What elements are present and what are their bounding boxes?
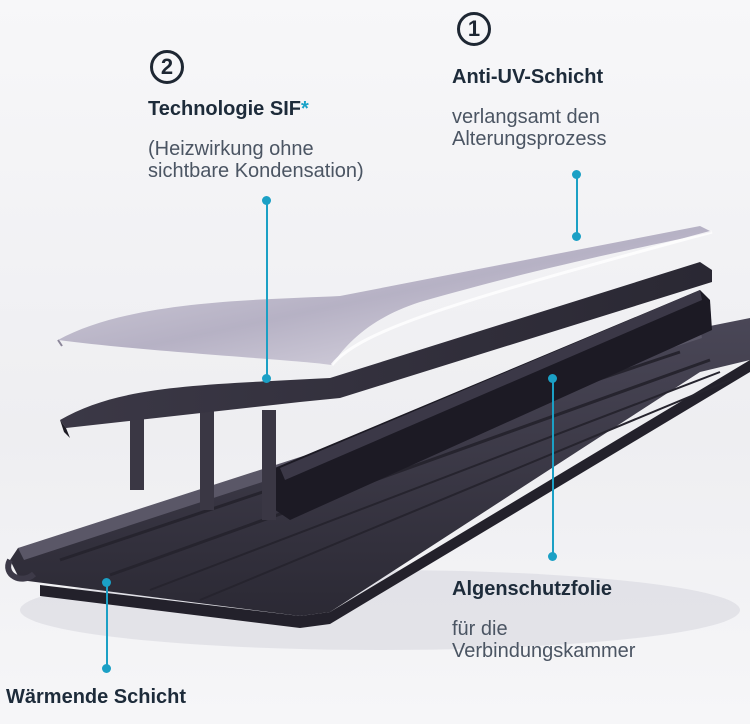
heat-leader-line [106,582,108,668]
algae-leader-dot-bottom [548,552,557,561]
heat-leader-dot-top [102,578,111,587]
heat-title: Wärmende Schicht [6,686,187,708]
uv-leader-dot-bottom [572,232,581,241]
algae-title: Algenschutzfolie [452,578,613,600]
algae-leader-line [552,378,554,556]
uv-desc-line2: Alterungsprozess [452,128,607,150]
sif-title-row: Technologie SIF* [148,98,309,121]
heat-leader-dot-bottom [102,664,111,673]
uv-film [57,226,713,366]
sif-title: Technologie SIF [148,98,301,120]
sif-asterisk: * [300,98,309,120]
middle-profile [130,290,712,520]
sif-leader-dot-bottom [262,374,271,383]
uv-title: Anti-UV-Schicht [452,66,604,88]
uv-desc-line1: verlangsamt den [452,106,600,128]
uv-number-badge: 1 [457,12,491,46]
sif-desc-line2: sichtbare Kondensation) [148,160,364,182]
sif-desc-line1: (Heizwirkung ohne [148,138,314,160]
algae-leader-dot-top [548,374,557,383]
algae-desc-line2: Verbindungskammer [452,640,636,662]
top-cap-profile [60,262,712,438]
uv-leader-dot-top [572,170,581,179]
uv-leader-line [576,174,578,236]
algae-desc-line1: für die [452,618,508,640]
sif-number-badge: 2 [150,50,184,84]
sif-leader-line [266,200,268,378]
sif-leader-dot-top [262,196,271,205]
